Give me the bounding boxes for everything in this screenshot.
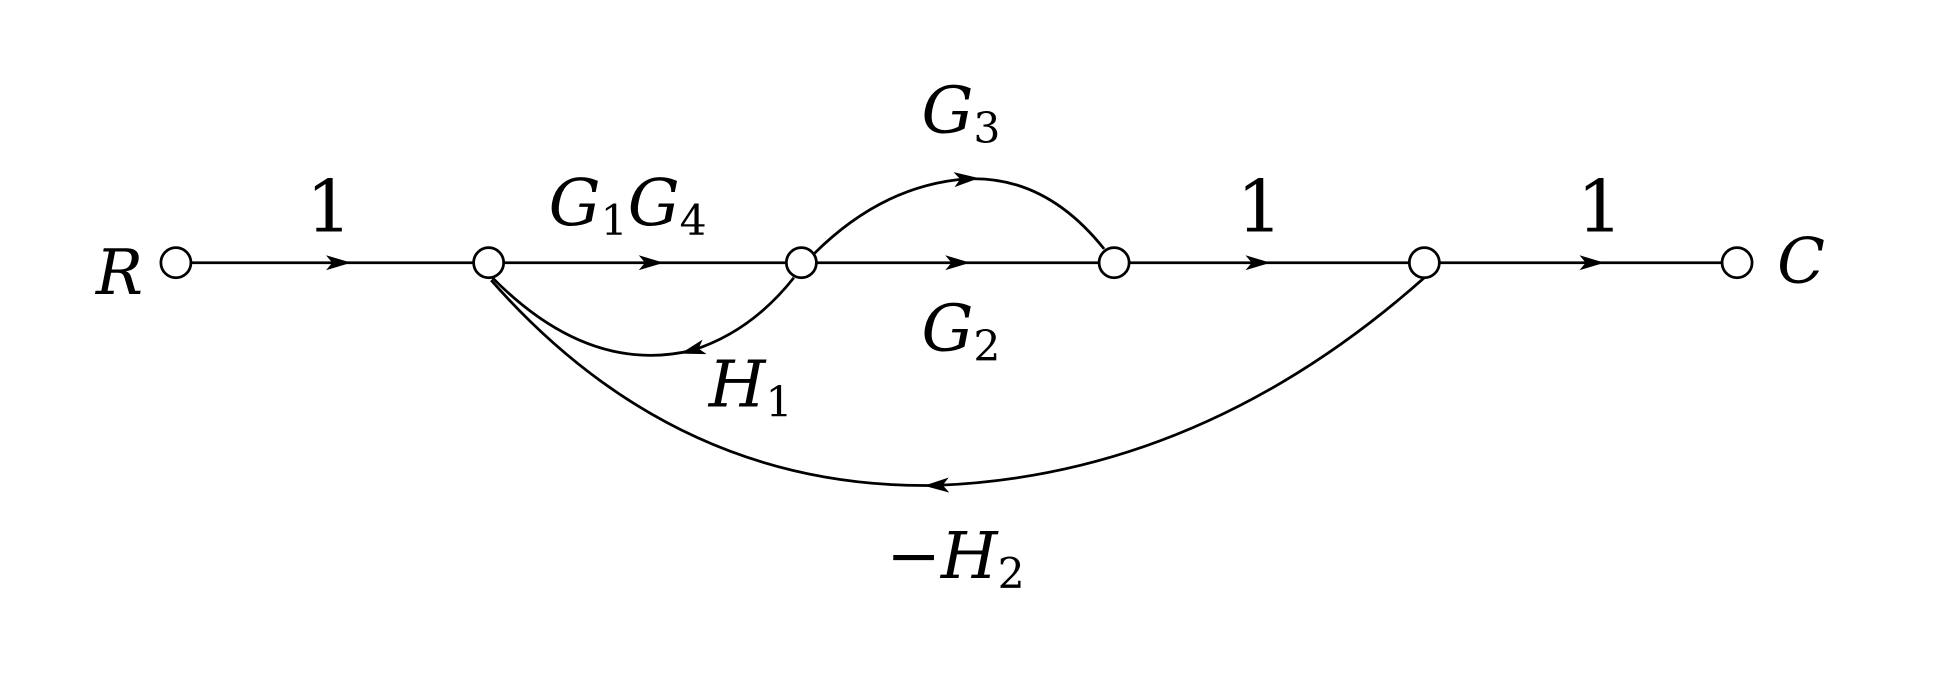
node-3 (1097, 246, 1131, 280)
node-c (1720, 246, 1754, 280)
branch-n2-n3-g3 (812, 172, 1106, 255)
node-2 (784, 246, 818, 280)
gain-label-g2: G2 (921, 291, 1000, 371)
gain-label-h2: −H2 (886, 519, 1024, 599)
node-4 (1407, 246, 1441, 280)
node-r (159, 246, 193, 280)
gain-label-g3: G3 (921, 74, 1000, 154)
node-1 (472, 246, 506, 280)
gain-label-r-n1: 1 (306, 165, 352, 249)
input-label: R (95, 236, 143, 309)
gain-label-n4-c: 1 (1577, 165, 1623, 249)
branch-n4-n1-h2 (490, 276, 1426, 493)
gain-label-h1: H1 (708, 348, 793, 428)
branch-n2-n1-h1 (491, 276, 795, 357)
gain-label-n3-n4: 1 (1237, 165, 1283, 249)
gain-label-g1g4: G1G4 (549, 166, 707, 246)
output-label: C (1777, 225, 1825, 298)
